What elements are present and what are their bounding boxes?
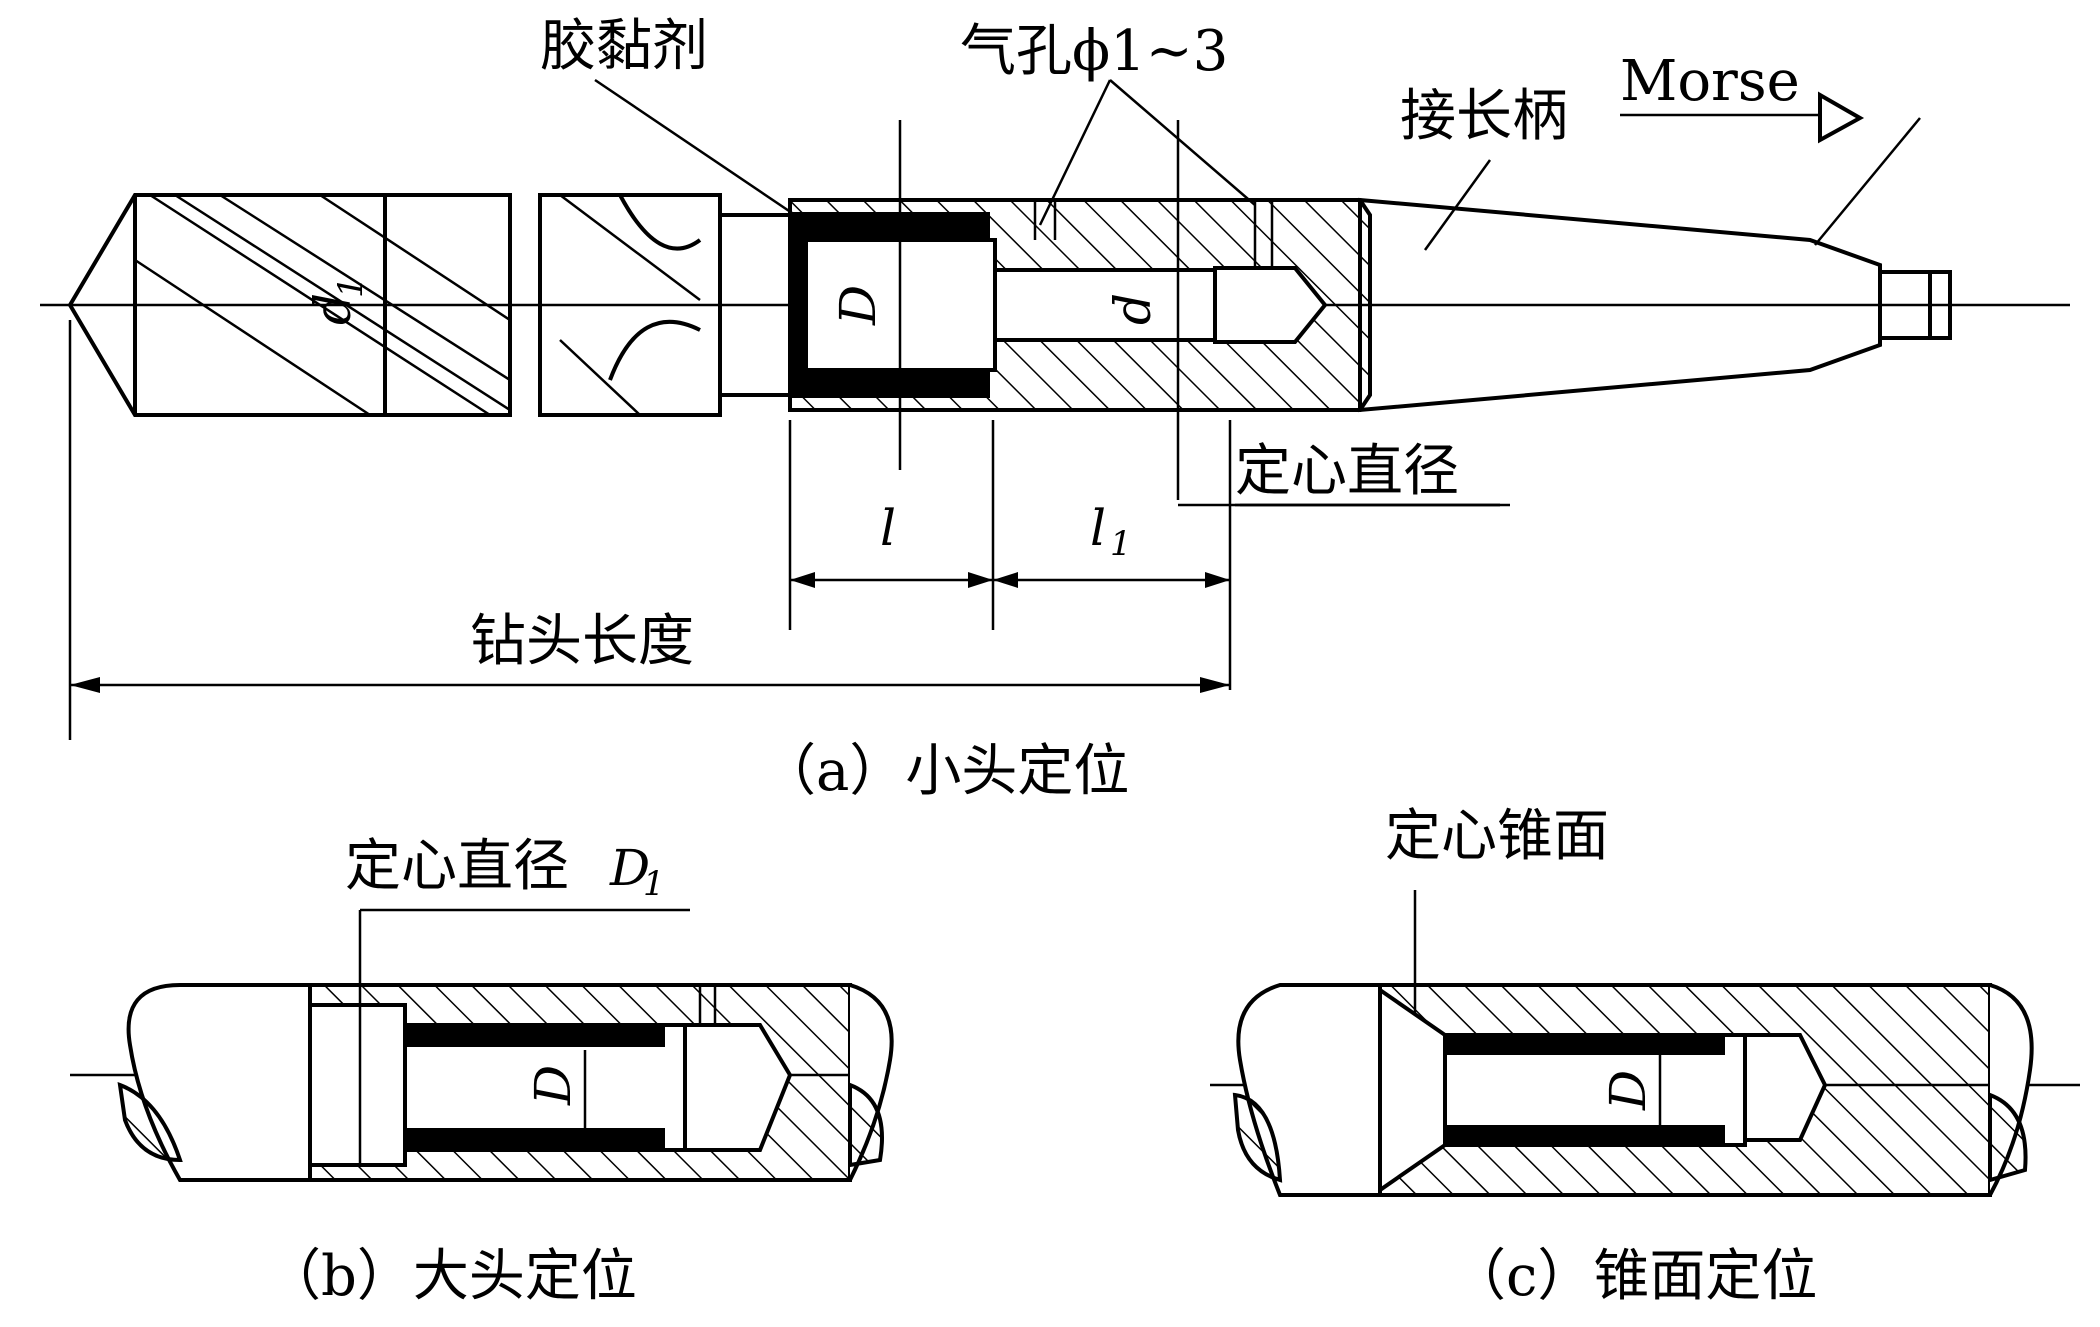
label-morse: Morse (1620, 49, 1800, 114)
svg-text:d: d (304, 293, 362, 325)
svg-text:l: l (1090, 499, 1106, 557)
vent-holes (1033, 200, 1274, 268)
symbol-d1: d 1 (304, 276, 371, 325)
label-vent-hole: 气孔ϕ1~3 (960, 19, 1228, 84)
svg-text:1: 1 (1110, 524, 1132, 564)
svg-text:定心直径: 定心直径 (345, 834, 569, 899)
label-centering-cone: 定心锥面 (1385, 804, 1609, 869)
symbol-D-c: D (1599, 1070, 1657, 1111)
symbol-D: D (829, 285, 887, 326)
symbol-D-b: D (524, 1065, 582, 1106)
caption-a: （a）小头定位 (760, 739, 1129, 804)
figure-b: 定心直径 D 1 D （b）大头定位 (70, 834, 894, 1309)
shank-tang (1878, 270, 1952, 340)
svg-text:1: 1 (331, 276, 371, 298)
drill-body-cont (538, 193, 722, 417)
svg-text:1: 1 (643, 864, 665, 904)
svg-text:D: D (609, 839, 650, 897)
symbol-l: l (880, 499, 896, 557)
symbol-l1: l 1 (1090, 499, 1132, 564)
adhesive-layer (790, 212, 990, 398)
caption-c: （c）锥面定位 (1450, 1244, 1817, 1309)
label-extension-shank: 接长柄 (1400, 84, 1568, 149)
caption-b: （b）大头定位 (265, 1244, 637, 1309)
drill-body (67, 193, 512, 417)
label-centering-diameter-D1: 定心直径 D 1 (345, 834, 665, 904)
symbol-d: d (1104, 293, 1162, 325)
figure-a: 胶黏剂 气孔ϕ1~3 接长柄 Morse 定心直径 钻头长度 d 1 D d l… (40, 14, 2070, 804)
label-centering-diameter: 定心直径 (1235, 439, 1459, 504)
morse-taper (1358, 197, 1882, 413)
label-drill-length: 钻头长度 (470, 609, 694, 674)
label-adhesive: 胶黏剂 (540, 14, 708, 79)
figure-c: 定心锥面 D （c）锥面定位 (1210, 804, 2080, 1309)
